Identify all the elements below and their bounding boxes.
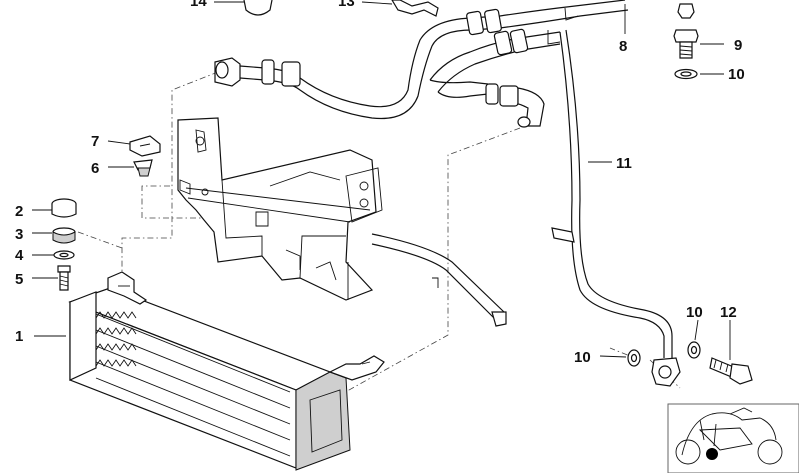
bolt-5 (57, 265, 71, 291)
callout-10-top: 10 (728, 66, 745, 83)
plug-top (677, 3, 695, 19)
oil-cooler (68, 271, 385, 471)
callout-11: 11 (616, 155, 632, 172)
callout-14: 14 (190, 0, 207, 10)
oil-hose-lower (429, 28, 561, 128)
callout-5: 5 (15, 271, 23, 288)
banjo-bolt-12 (709, 357, 753, 385)
callout-10-left: 10 (574, 349, 591, 366)
callout-13: 13 (338, 0, 355, 10)
clip-7 (129, 135, 161, 157)
callout-8: 8 (619, 38, 627, 55)
bushing-2 (51, 198, 77, 218)
leader-lines (32, 4, 731, 360)
callout-2: 2 (15, 203, 23, 220)
seal-ring-10-top (674, 68, 698, 80)
washer-4 (53, 250, 75, 260)
mounting-bracket (177, 117, 507, 327)
clamp-14 (214, 0, 273, 16)
callout-7: 7 (91, 133, 99, 150)
holder-13 (361, 0, 439, 17)
location-marker (706, 448, 718, 460)
callout-6: 6 (91, 160, 99, 177)
callout-10-right: 10 (686, 304, 703, 321)
motorcycle-thumbnail (667, 403, 799, 473)
seal-ring-10-left (627, 349, 641, 367)
banjo-bolt-9 (673, 29, 699, 59)
grommet-6 (133, 159, 153, 177)
rubber-mount-3 (52, 227, 76, 244)
callout-9: 9 (734, 37, 742, 54)
oil-hose-upper (214, 0, 629, 120)
callout-4: 4 (15, 247, 24, 264)
callout-12: 12 (720, 304, 737, 321)
oil-line-11 (551, 29, 681, 387)
callout-3: 3 (15, 226, 23, 243)
callout-1: 1 (15, 328, 23, 345)
seal-ring-10-right (687, 341, 701, 359)
callout-labels: 1 2 3 4 5 6 7 8 9 10 10 10 11 12 13 14 (15, 0, 745, 366)
